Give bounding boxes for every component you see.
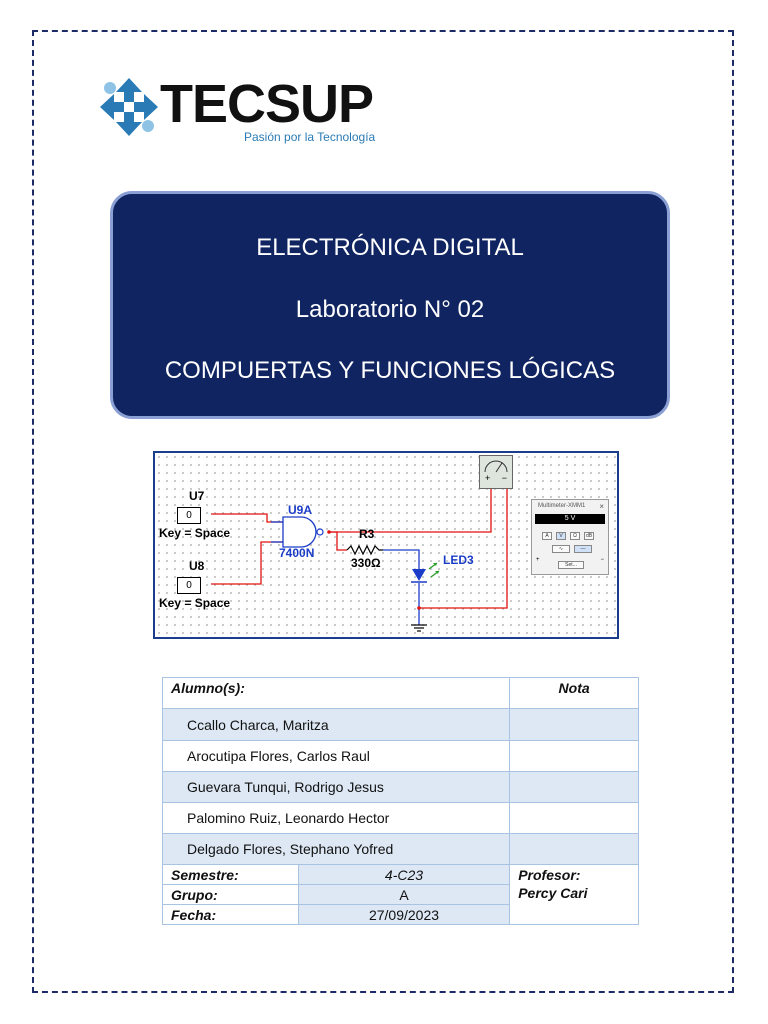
- resistor-name: R3: [359, 527, 375, 541]
- ac-mode-button[interactable]: ∿: [552, 545, 570, 553]
- student-name: Palomino Ruiz, Leonardo Hector: [161, 802, 511, 834]
- switch-u8-value: 0: [177, 577, 201, 594]
- close-icon[interactable]: ×: [599, 502, 604, 511]
- course-title: ELECTRÓNICA DIGITAL: [256, 234, 524, 261]
- multimeter-panel[interactable]: Multimeter-XMM1 × 5 V A V Ω dB ∿ — + − S…: [531, 499, 609, 575]
- switch-u7-label: U7: [189, 489, 205, 503]
- led-name: LED3: [443, 553, 474, 567]
- student-name: Delgado Flores, Stephano Yofred: [161, 833, 511, 865]
- meter-minus-label: −: [501, 473, 507, 483]
- circuit-wires: [211, 480, 511, 632]
- student-name: Arocutipa Flores, Carlos Raul: [161, 740, 511, 772]
- gauge-icon: [484, 460, 508, 473]
- student-name: Ccallo Charca, Maritza: [161, 708, 511, 741]
- grade-header: Nota: [509, 677, 639, 709]
- switch-u7-value: 0: [177, 507, 201, 524]
- title-box: ELECTRÓNICA DIGITAL Laboratorio N° 02 CO…: [110, 191, 670, 419]
- grade-cell: [509, 833, 639, 865]
- table-row: Delgado Flores, Stephano Yofred: [161, 833, 639, 865]
- table-row: Guevara Tunqui, Rodrigo Jesus: [161, 771, 639, 803]
- table-row: Arocutipa Flores, Carlos Raul: [161, 740, 639, 772]
- tecsup-logo: TECSUP Pasión por la Tecnología: [96, 72, 386, 152]
- meter-plus-label: +: [485, 473, 491, 483]
- grade-cell: [509, 740, 639, 772]
- switch-u8-label: U8: [189, 559, 205, 573]
- student-name: Guevara Tunqui, Rodrigo Jesus: [161, 771, 511, 803]
- resistor-value: 330Ω: [351, 556, 381, 570]
- grade-cell: [509, 802, 639, 834]
- mm-minus-label: −: [600, 557, 604, 563]
- logo-brand: TECSUP: [160, 74, 374, 134]
- mode-ohm-button[interactable]: Ω: [570, 532, 580, 540]
- multimeter-title: Multimeter-XMM1: [538, 503, 586, 509]
- profesor-name: Percy Cari: [518, 885, 588, 901]
- gate-name: U9A: [288, 503, 313, 517]
- students-table: Alumno(s): Nota Ccallo Charca, Maritza A…: [161, 677, 639, 925]
- circuit-schematic: U7 0 Key = Space U8 0 Key = Space U9A 74…: [153, 451, 619, 639]
- students-header: Alumno(s):: [161, 677, 511, 709]
- dc-mode-button[interactable]: —: [574, 545, 592, 553]
- fecha-value: 27/09/2023: [297, 904, 511, 925]
- nand-gate-shape: [282, 516, 317, 548]
- multimeter-icon[interactable]: + −: [479, 455, 513, 489]
- profesor-cell: Profesor: Percy Cari: [509, 864, 639, 925]
- switch-u7-key: Key = Space: [159, 526, 231, 540]
- semestre-label: Semestre:: [162, 864, 299, 885]
- logo-tagline: Pasión por la Tecnología: [244, 130, 376, 144]
- grupo-value: A: [297, 884, 511, 905]
- mode-a-button[interactable]: A: [542, 532, 552, 540]
- switch-u8-key: Key = Space: [159, 596, 231, 610]
- table-row: Palomino Ruiz, Leonardo Hector: [161, 802, 639, 834]
- multimeter-display: 5 V: [535, 514, 605, 524]
- lab-topic: COMPUERTAS Y FUNCIONES LÓGICAS: [164, 357, 616, 384]
- tecsup-logo-icon: [100, 78, 158, 136]
- grade-cell: [509, 771, 639, 803]
- semestre-value: 4-C23: [297, 864, 511, 885]
- lab-number: Laboratorio N° 02: [295, 296, 485, 323]
- set-button[interactable]: Set...: [558, 561, 584, 569]
- fecha-label: Fecha:: [162, 904, 299, 925]
- gate-type: 7400N: [279, 546, 315, 560]
- mode-v-button[interactable]: V: [556, 532, 566, 540]
- profesor-label: Profesor:: [518, 867, 581, 883]
- table-row: Ccallo Charca, Maritza: [161, 708, 639, 741]
- mm-plus-label: +: [536, 557, 540, 563]
- grupo-label: Grupo:: [162, 884, 299, 905]
- grade-cell: [509, 708, 639, 741]
- page-border: [32, 30, 734, 993]
- mode-db-button[interactable]: dB: [584, 532, 594, 540]
